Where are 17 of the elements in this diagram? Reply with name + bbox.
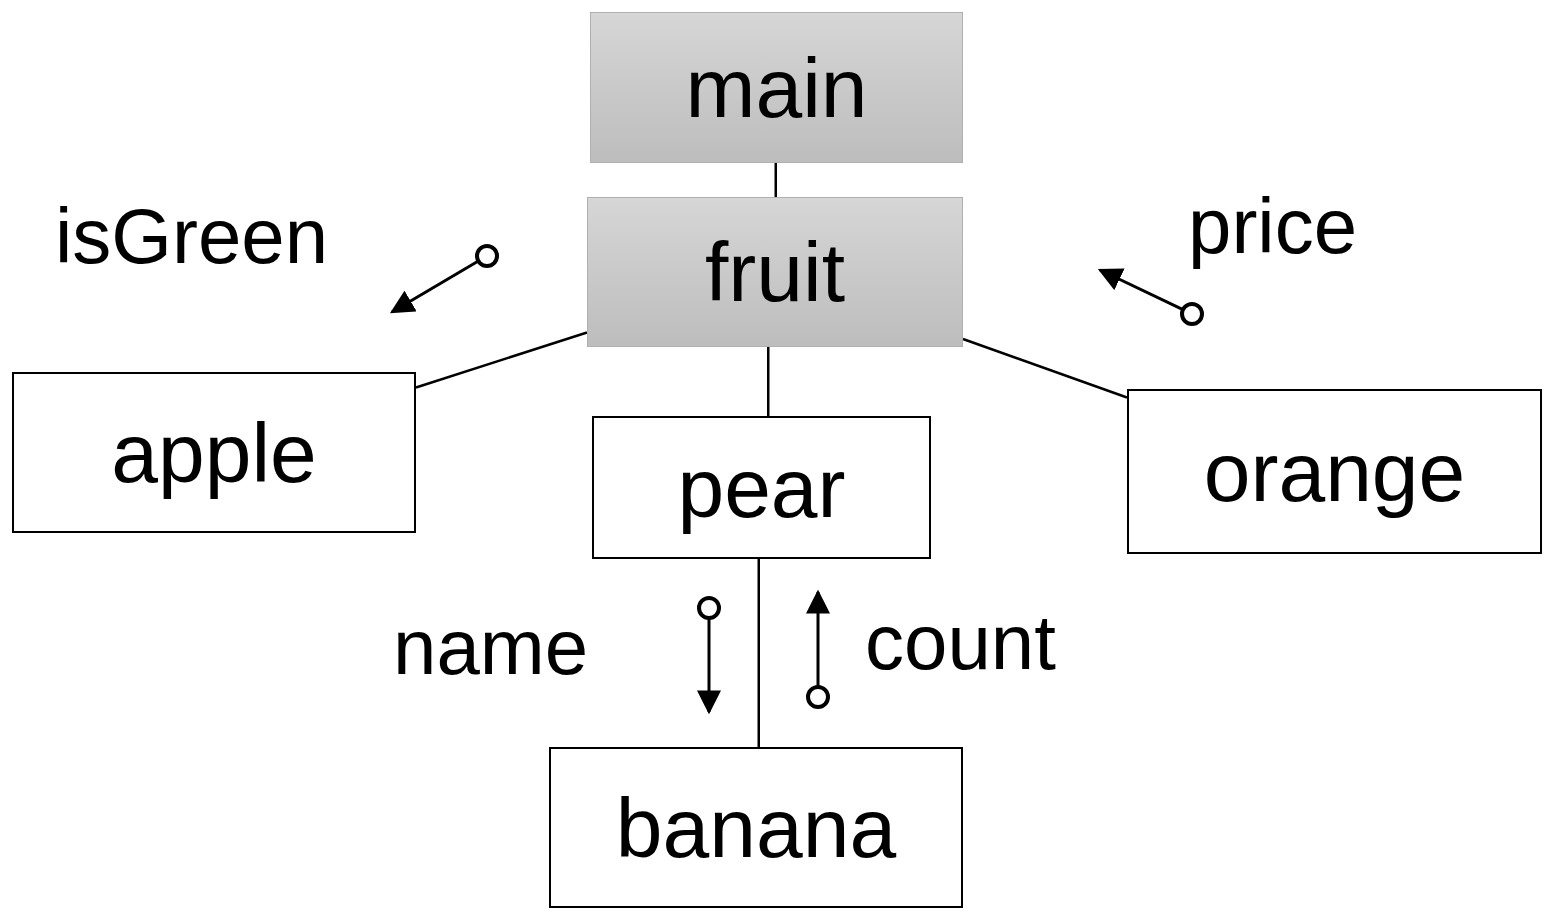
module-name: main	[685, 45, 868, 130]
module-box	[590, 12, 963, 163]
module-box	[12, 372, 416, 533]
data-couple-label: count	[865, 603, 1056, 681]
connector-line	[415, 331, 588, 389]
module-box	[587, 197, 963, 347]
module-name: fruit	[705, 230, 845, 314]
module-box	[1127, 389, 1542, 554]
module-name: banana	[615, 785, 897, 870]
connector-line	[767, 347, 770, 416]
connector-line	[757, 559, 760, 747]
data-couple-label: isGreen	[55, 197, 329, 275]
connector-line	[774, 163, 777, 197]
module-box	[592, 416, 931, 559]
connector-line	[962, 337, 1128, 399]
data-couple-label: name	[393, 608, 589, 686]
module-box	[549, 747, 963, 908]
